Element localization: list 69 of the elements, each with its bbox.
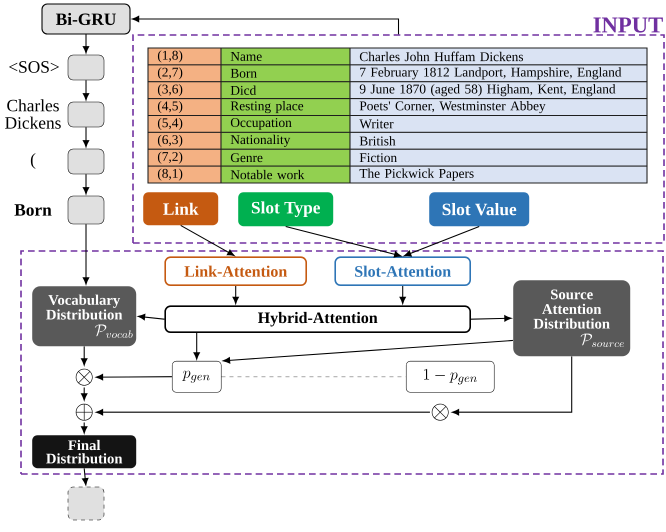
arrow <box>132 16 400 34</box>
arrow <box>82 468 88 486</box>
arrow <box>194 333 200 360</box>
attention-box: Slot-Attention <box>334 256 471 286</box>
table-cell: (2,7) <box>147 64 222 82</box>
arrow <box>138 314 164 320</box>
table-cell: (7,2) <box>147 148 222 167</box>
arrow <box>82 34 90 54</box>
table-cell: Born <box>220 64 351 82</box>
token-label: Born <box>14 204 52 216</box>
arrow <box>96 374 172 380</box>
arrow <box>232 286 239 304</box>
arrow <box>82 224 90 284</box>
table-cell: (1,8) <box>147 47 222 66</box>
token-label: ( <box>30 153 36 169</box>
arrow <box>404 226 480 256</box>
output-cell <box>68 486 104 520</box>
attention-box: Link-Attention <box>164 256 307 286</box>
table-cell: (6,3) <box>147 132 222 150</box>
connector-line <box>221 376 406 378</box>
table-cell: Notable work <box>220 166 351 184</box>
table-cell: (8,1) <box>147 166 222 184</box>
table-cell: Genre <box>220 148 351 167</box>
multiply-symbol: $\otimes$ <box>76 368 93 386</box>
rnn-box: Bi-GRU <box>41 3 131 35</box>
arrow <box>82 80 90 100</box>
distribution-box: Vocabulary Distribution $\mathcal{P}_{vocab}$ <box>32 286 136 346</box>
arrow <box>82 174 90 194</box>
table-cell: (3,6) <box>147 81 222 100</box>
slot-type-box: Slot Type <box>238 192 334 226</box>
arrow <box>452 356 572 416</box>
arrow <box>81 346 88 366</box>
gate-box: $1 - p_{gen}$ <box>406 360 494 392</box>
arrow <box>222 340 513 364</box>
token-label: Charles Dickens <box>5 99 61 129</box>
table-cell: Charles John Huffam Dickens <box>349 47 648 66</box>
multiply-symbol: $\otimes$ <box>432 404 449 421</box>
arrow <box>400 286 406 304</box>
table-cell: British <box>349 132 648 150</box>
table-cell: Nationality <box>220 132 351 150</box>
table-cell: Writer <box>349 114 648 133</box>
table-cell: Name <box>220 47 351 66</box>
token-label: <SOS> <box>9 61 59 73</box>
arrow <box>82 127 90 148</box>
table-cell: Poets' Corner, Westminster Abbey <box>349 98 648 116</box>
arrow <box>96 409 430 416</box>
distribution-box: Source Attention Distribution $\mathcal{P}_{source}$ <box>513 280 630 356</box>
slot-value-box: Slot Value <box>429 192 530 226</box>
table-cell: (4,5) <box>147 98 222 116</box>
gate-box: $p_{gen}$ <box>172 360 222 392</box>
add-symbol: $\oplus$ <box>76 404 93 421</box>
arrow <box>81 422 88 434</box>
link-box: Link <box>143 192 218 226</box>
arrow <box>286 226 402 258</box>
table-cell: Occupation <box>220 114 351 133</box>
table-cell: Resting place <box>220 98 351 116</box>
decoder-group <box>20 250 664 475</box>
attention-box: Hybrid-Attention <box>164 305 471 333</box>
table-cell: Fiction <box>349 148 648 167</box>
table-cell: 7 February 1812 Landport, Hampshire, England <box>349 64 648 82</box>
table-cell: The Pickwick Papers <box>349 166 648 184</box>
node-label: INPUT <box>593 18 663 33</box>
arrow <box>81 387 88 400</box>
table-cell: 9 June 1870 (aged 58) Higham, Kent, England <box>349 81 648 100</box>
table-cell: (5,4) <box>147 114 222 133</box>
table-cell: Dicd <box>220 81 351 100</box>
arrow <box>471 315 512 322</box>
arrow <box>180 225 235 256</box>
distribution-box: Final Distribution <box>32 435 136 468</box>
